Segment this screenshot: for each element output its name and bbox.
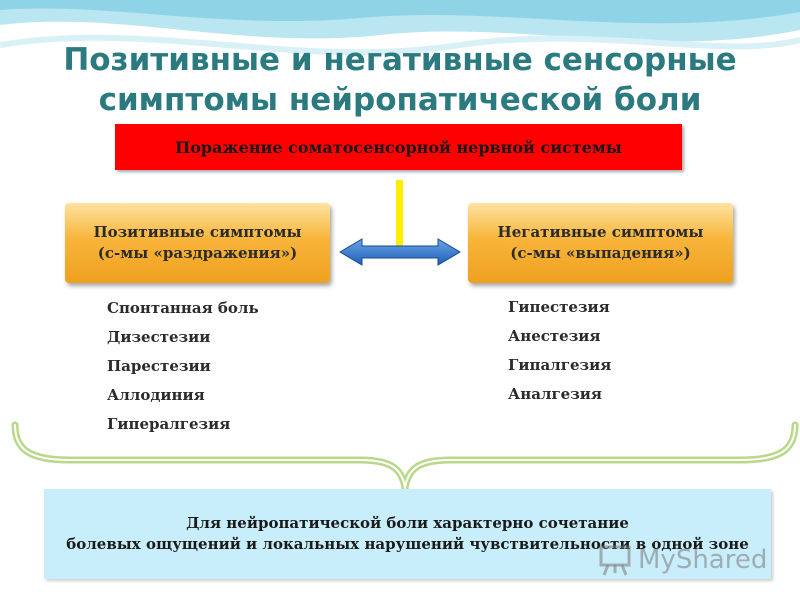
- watermark: MyShared: [598, 540, 778, 580]
- watermark-text: MyShared: [638, 545, 768, 575]
- list-item: Парестезии: [107, 357, 211, 375]
- positive-symptoms-box: Позитивные симптомы (с-мы «раздражения»): [65, 203, 330, 283]
- conclusion-box: Для нейропатической боли характерно соче…: [44, 489, 771, 579]
- list-item: Аналгезия: [508, 385, 603, 403]
- slide-title: Позитивные и негативные сенсорные симпто…: [0, 40, 800, 120]
- negative-symptoms-list: Гипестезия Анестезия Гипалгезия Аналгези…: [508, 297, 611, 413]
- positive-symptoms-list: Спонтанная боль Дизестезии Парестезии Ал…: [107, 298, 259, 443]
- list-item: Гипалгезия: [508, 356, 612, 374]
- list-item: Дизестезии: [107, 328, 211, 346]
- list-item: Гипестезия: [508, 298, 610, 316]
- list-item: Аллодиния: [107, 386, 205, 404]
- positive-heading-line-2: (с-мы «раздражения»): [97, 244, 298, 262]
- negative-symptoms-box: Негативные симптомы (с-мы «выпадения»): [468, 203, 733, 283]
- presentation-board-icon: [599, 545, 631, 576]
- negative-heading-line-2: (с-мы «выпадения»): [510, 244, 691, 262]
- list-item: Анестезия: [508, 327, 601, 345]
- negative-heading-line-1: Негативные симптомы: [497, 223, 704, 241]
- conclusion-line-1: Для нейропатической боли характерно соче…: [186, 514, 629, 532]
- list-item: Гипералгезия: [107, 415, 231, 433]
- curly-brace: [11, 421, 799, 490]
- list-item: Спонтанная боль: [107, 299, 259, 317]
- double-arrow-icon: [339, 238, 461, 266]
- connector-line: [396, 180, 403, 246]
- title-line-1: Позитивные и негативные сенсорные: [63, 42, 737, 78]
- positive-heading-line-1: Позитивные симптомы: [93, 223, 302, 241]
- somatosensory-lesion-label: Поражение соматосенсорной нервной систем…: [175, 137, 622, 157]
- title-line-2: симптомы нейропатической боли: [98, 82, 702, 118]
- background-waves: [0, 0, 800, 56]
- conclusion-line-2: болевых ощущений и локальных нарушений ч…: [66, 535, 749, 553]
- somatosensory-lesion-box: Поражение соматосенсорной нервной систем…: [115, 124, 682, 170]
